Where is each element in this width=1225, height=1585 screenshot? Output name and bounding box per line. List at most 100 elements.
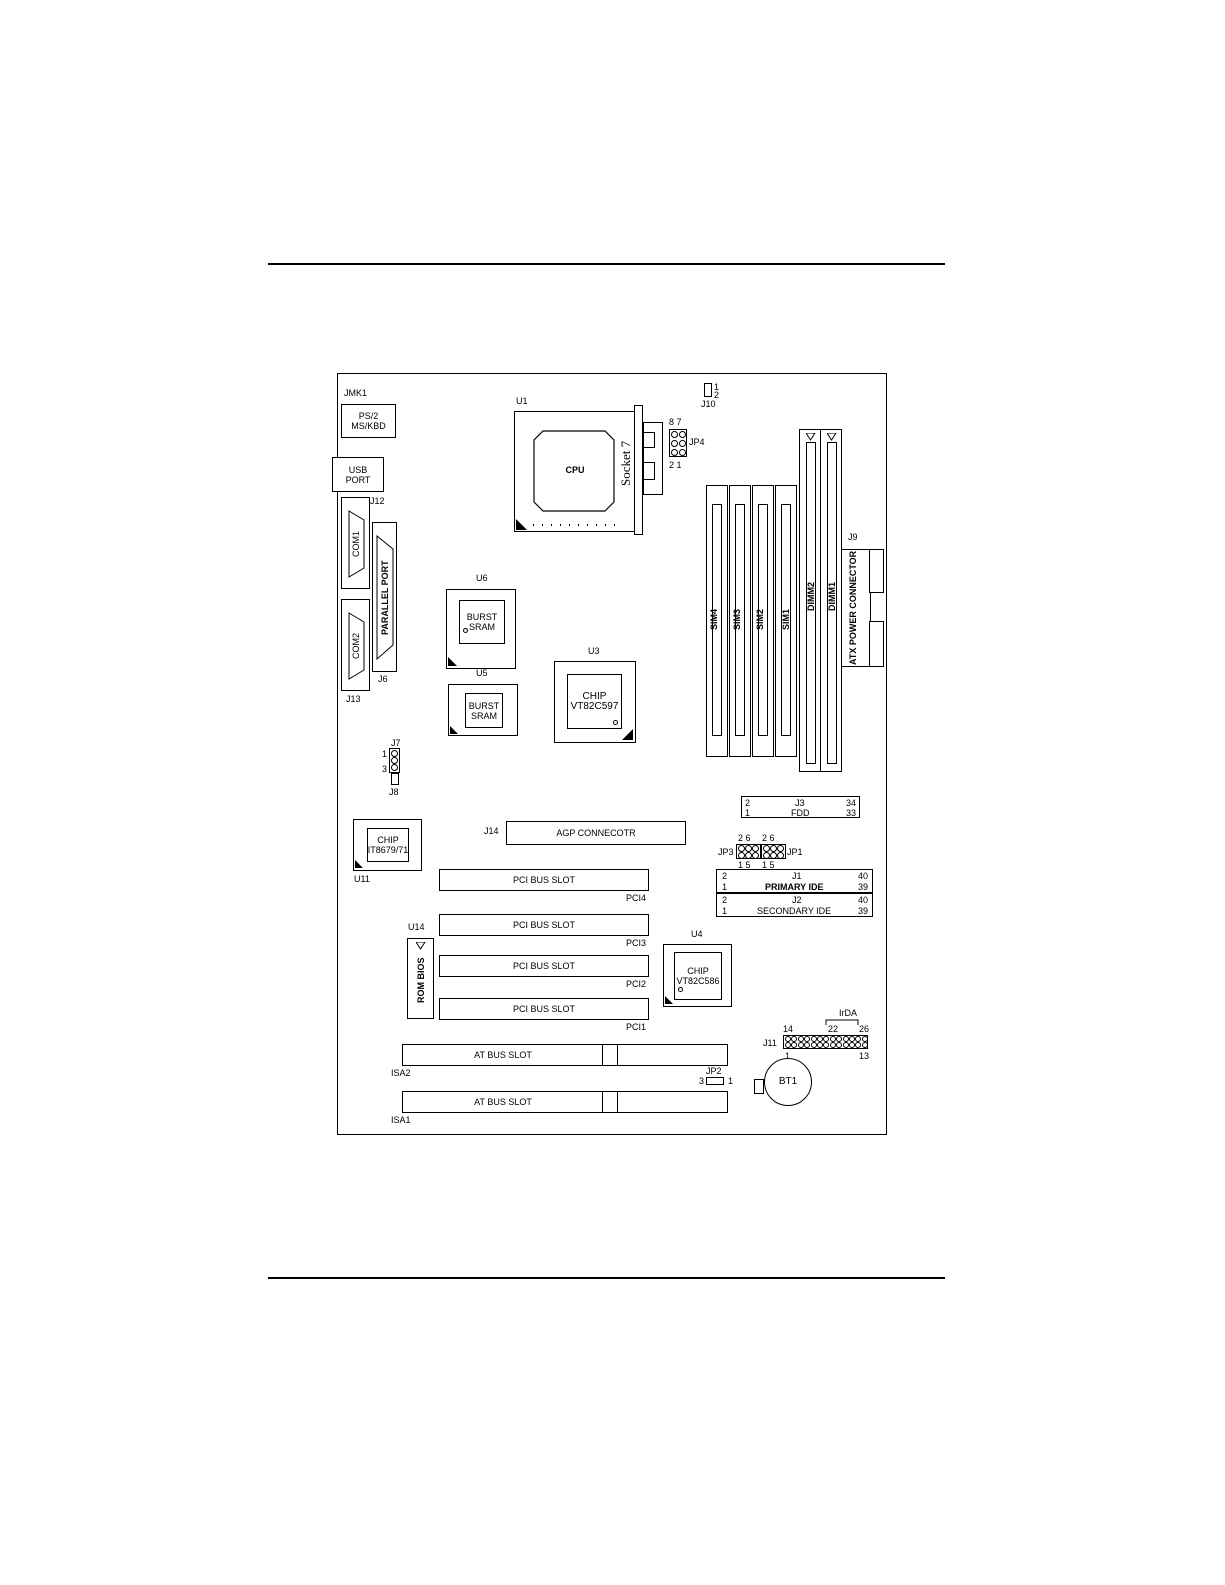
dimm1-key-mark	[827, 433, 837, 441]
j11-pin26: 26	[859, 1024, 870, 1034]
isa2-key	[602, 1044, 618, 1066]
j7-pin	[391, 764, 398, 771]
label-j8: J8	[389, 787, 399, 797]
cpu-socket-body: CPU	[514, 411, 635, 532]
j11-pin	[785, 1036, 791, 1042]
dimm1-inner	[827, 442, 837, 764]
pci4-slot: PCI BUS SLOT	[439, 869, 649, 891]
dimm2-key-mark	[806, 433, 816, 441]
ide2-pin2: 2	[722, 895, 728, 905]
j11-pin1: 1	[785, 1051, 791, 1061]
parallel-label: PARALLEL PORT	[380, 560, 390, 636]
parallel-shape	[376, 535, 394, 660]
u4-pin1-mark	[665, 996, 673, 1004]
label-pci2: PCI2	[626, 979, 647, 989]
j11-pin	[791, 1042, 798, 1048]
agp-label: AGP CONNECOTR	[556, 828, 636, 838]
jp4-pin	[679, 449, 686, 456]
jp1-pin	[770, 845, 777, 852]
isa1-slot: AT BUS SLOT	[402, 1091, 728, 1113]
cpu-label: CPU	[565, 465, 585, 475]
pci4-slot-label: PCI BUS SLOT	[512, 875, 575, 885]
rom-bios-label: ROM BIOS	[416, 957, 426, 1003]
u5-pin1-mark	[450, 726, 458, 734]
com1-shape	[348, 510, 365, 578]
usb-label: USB PORT	[345, 464, 371, 485]
u6-label: BURST SRAM	[466, 612, 498, 632]
u6-pin1-dot	[463, 628, 468, 633]
label-isa1: ISA1	[391, 1115, 411, 1125]
irda-label: IrDA	[839, 1008, 857, 1018]
primary-ide-connector-j1: 2 J1 40 1 PRIMARY IDE 39	[716, 869, 873, 893]
jp2-label: JP2	[706, 1066, 722, 1076]
label-u11: U11	[354, 874, 370, 884]
label-u4: U4	[691, 929, 703, 939]
jp3-pin	[752, 845, 759, 852]
j11-pin	[849, 1042, 855, 1048]
jp3-pin	[738, 852, 745, 859]
pci2-slot: PCI BUS SLOT	[439, 955, 649, 977]
label-j13: J13	[346, 694, 361, 704]
label-jp4: JP4	[689, 437, 705, 447]
simm2-label: SIM2	[755, 608, 765, 630]
j11-pin	[817, 1036, 823, 1042]
com2-label: COM2	[351, 633, 361, 660]
j11-pin	[797, 1036, 804, 1042]
j11-pin	[849, 1036, 855, 1042]
jp3-pin	[752, 852, 759, 859]
battery-clip	[754, 1079, 764, 1094]
j11-pin	[817, 1042, 823, 1048]
simm3-inner	[735, 504, 745, 736]
dimm2-label: DIMM2	[806, 582, 816, 611]
simm1-slot	[775, 485, 797, 757]
jp4-pin	[679, 431, 686, 438]
j11-pin	[836, 1042, 843, 1048]
jp4-pin	[671, 440, 678, 447]
j11-header	[783, 1035, 868, 1049]
jp4-pin	[671, 449, 678, 456]
jp1-pin	[777, 852, 784, 859]
socket-retainer-top	[643, 432, 655, 448]
motherboard-layout-diagram: JMK1 PS/2 MS/KBD USB PORT J12 COM1 COM2 …	[332, 373, 887, 1135]
label-u3: U3	[588, 646, 600, 656]
label-u6: U6	[476, 573, 488, 583]
label-j9: J9	[848, 532, 858, 542]
u5-chip: BURST SRAM	[465, 693, 503, 728]
pci3-slot: PCI BUS SLOT	[439, 914, 649, 936]
j11-pin	[861, 1036, 868, 1042]
ide2-pin39: 39	[857, 906, 868, 916]
u5-burst-sram: BURST SRAM	[448, 684, 518, 736]
label-j11: J11	[763, 1038, 777, 1048]
simm2-slot	[752, 485, 774, 757]
u4-southbridge: CHIP VT82C586	[663, 944, 732, 1007]
j7-header	[389, 748, 400, 773]
com2-connector: COM2	[341, 599, 370, 691]
isa2-slot-label: AT BUS SLOT	[474, 1050, 532, 1060]
rom-bios-chip: ROM BIOS	[407, 938, 434, 1019]
ide2-pin40: 40	[857, 895, 868, 905]
cpu-pin1-mark	[516, 519, 527, 530]
j11-pin22: 22	[828, 1024, 839, 1034]
u6-pin1-mark	[448, 657, 457, 666]
ide1-pin39: 39	[857, 882, 868, 892]
bt1-label: BT1	[778, 1076, 798, 1087]
com1-label: COM1	[351, 531, 361, 558]
ps2-connector: PS/2 MS/KBD	[341, 404, 396, 438]
isa1-slot-label: AT BUS SLOT	[474, 1097, 532, 1107]
jp3-pin	[745, 845, 752, 852]
jp2-jumper	[706, 1077, 724, 1085]
ide1-pin40: 40	[857, 871, 868, 881]
agp-connector: AGP CONNECOTR	[506, 821, 686, 845]
simm4-slot	[706, 485, 728, 757]
u3-label: CHIP VT82C597	[570, 690, 619, 712]
ide1-pin1: 1	[722, 882, 728, 892]
j10-jumper	[704, 383, 712, 397]
u4-pin1-dot	[678, 987, 683, 992]
battery-bt1: BT1	[764, 1058, 812, 1106]
jp1-pin	[777, 845, 784, 852]
pci2-slot-label: PCI BUS SLOT	[512, 961, 575, 971]
pci1-slot-label: PCI BUS SLOT	[512, 1004, 575, 1014]
label-jp1: JP1	[787, 847, 803, 857]
jp1-jumper	[761, 844, 786, 859]
parallel-port: PARALLEL PORT	[372, 522, 397, 672]
